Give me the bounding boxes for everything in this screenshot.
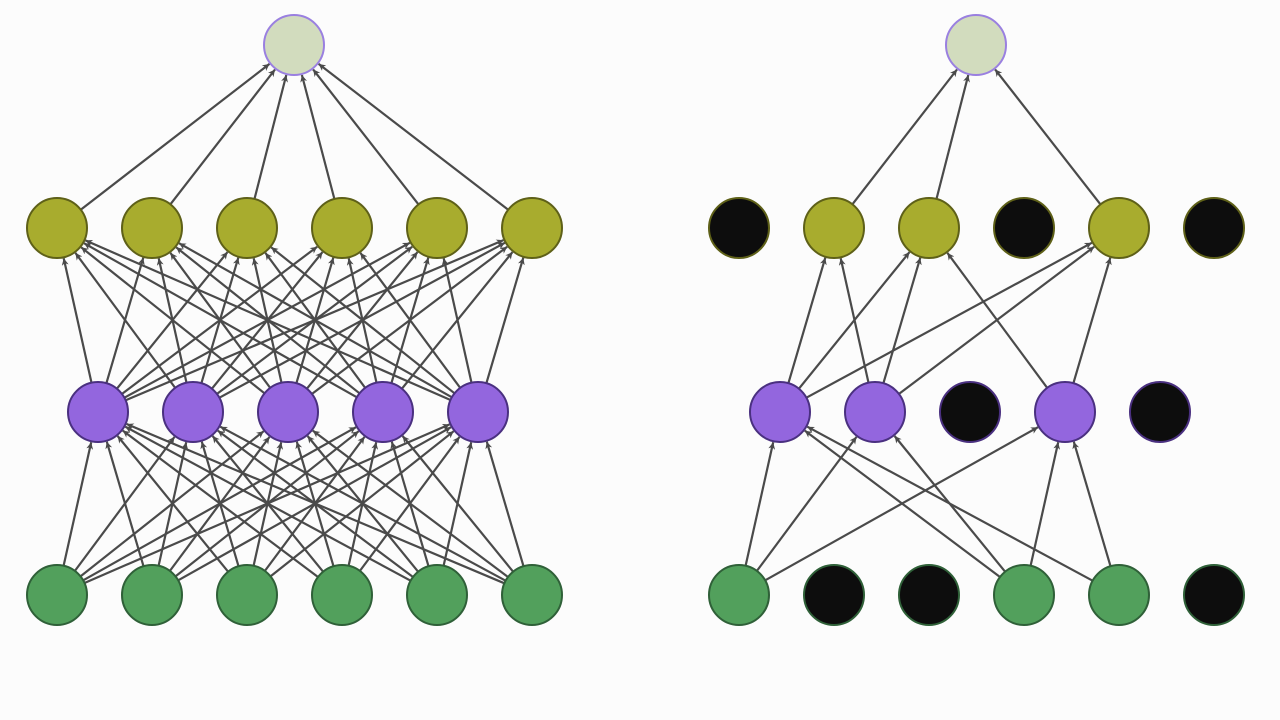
hidden2-node-1 [803, 197, 865, 259]
hidden1-node-4 [447, 381, 509, 443]
edge-hidden1_to_hidden2 [1072, 257, 1112, 384]
edge-hidden2_to_output [994, 68, 1102, 206]
edge-hidden1_to_hidden2 [838, 258, 870, 383]
edge-input_to_hidden1 [116, 435, 229, 573]
edge-hidden2_to_output [80, 63, 271, 211]
edge-hidden2_to_output [253, 74, 288, 200]
edge-hidden1_to_hidden2 [178, 242, 453, 399]
edge-input_to_hidden1 [485, 441, 525, 567]
hidden2-node-4 [406, 197, 468, 259]
edge-hidden1_to_hidden2 [485, 257, 525, 384]
edge-hidden2_to_output [935, 74, 970, 200]
edge-input_to_hidden1 [105, 441, 145, 567]
edge-hidden1_to_hidden2 [805, 241, 1093, 399]
input-node-3 [311, 564, 373, 626]
edge-input_to_hidden1 [312, 429, 509, 578]
edge-hidden2_to_output [312, 68, 420, 206]
input-node-0 [26, 564, 88, 626]
output-node-0 [263, 14, 325, 76]
input-node-0 [708, 564, 770, 626]
edge-hidden2_to_output [317, 63, 509, 211]
edge-hidden1_to_hidden2 [74, 252, 177, 389]
hidden2-node-4 [1088, 197, 1150, 259]
hidden1-node-3 [1034, 381, 1096, 443]
edge-input_to_hidden1 [744, 442, 776, 566]
output-node-0 [945, 14, 1007, 76]
nodes [26, 14, 563, 626]
dropped-hidden2-node-5 [1183, 197, 1245, 259]
edge-input_to_hidden1 [756, 436, 858, 572]
input-node-4 [406, 564, 468, 626]
edge-hidden2_to_output [851, 68, 958, 205]
edge-input_to_hidden1 [124, 425, 412, 582]
edge-hidden1_to_hidden2 [80, 246, 266, 395]
edges [744, 68, 1112, 582]
edge-hidden1_to_hidden2 [270, 246, 456, 395]
hidden2-node-2 [898, 197, 960, 259]
edges [61, 63, 525, 585]
edge-input_to_hidden1 [62, 442, 94, 566]
edge-input_to_hidden1 [122, 429, 319, 578]
hidden2-node-2 [216, 197, 278, 259]
edge-hidden2_to_output [169, 68, 276, 205]
dropped-hidden2-node-3 [993, 197, 1055, 259]
edge-hidden1_to_hidden2 [787, 257, 827, 384]
dropped-hidden1-node-2 [939, 381, 1001, 443]
edge-hidden1_to_hidden2 [84, 239, 451, 402]
edge-input_to_hidden1 [806, 425, 1094, 582]
edge-input_to_hidden1 [401, 435, 514, 573]
edge-hidden1_to_hidden2 [83, 242, 358, 399]
hidden2-node-0 [26, 197, 88, 259]
edge-input_to_hidden1 [126, 422, 505, 585]
edge-hidden1_to_hidden2 [441, 258, 473, 383]
hidden2-node-1 [121, 197, 183, 259]
hidden1-node-0 [749, 381, 811, 443]
input-node-4 [1088, 564, 1150, 626]
dropped-input-node-1 [803, 564, 865, 626]
hidden1-node-1 [162, 381, 224, 443]
edge-input_to_hidden1 [1072, 441, 1112, 567]
dropout-network [708, 14, 1245, 626]
input-node-3 [993, 564, 1055, 626]
standard-network [26, 14, 563, 626]
hidden1-node-2 [257, 381, 319, 443]
edge-hidden1_to_hidden2 [61, 258, 93, 383]
input-node-5 [501, 564, 563, 626]
dropped-input-node-5 [1183, 564, 1245, 626]
input-node-2 [216, 564, 278, 626]
edge-hidden1_to_hidden2 [882, 257, 922, 384]
dropped-input-node-2 [898, 564, 960, 626]
hidden2-node-5 [501, 197, 563, 259]
edge-input_to_hidden1 [1029, 442, 1061, 566]
edge-hidden1_to_hidden2 [359, 252, 462, 389]
hidden1-node-3 [352, 381, 414, 443]
edge-hidden2_to_output [300, 74, 336, 200]
dropped-hidden1-node-4 [1129, 381, 1191, 443]
hidden2-node-3 [311, 197, 373, 259]
edge-input_to_hidden1 [219, 425, 507, 582]
edge-hidden1_to_hidden2 [946, 252, 1049, 389]
input-node-1 [121, 564, 183, 626]
edge-input_to_hidden1 [804, 429, 1001, 578]
hidden1-node-0 [67, 381, 129, 443]
nodes [708, 14, 1245, 626]
dropped-hidden2-node-0 [708, 197, 770, 259]
hidden1-node-1 [844, 381, 906, 443]
